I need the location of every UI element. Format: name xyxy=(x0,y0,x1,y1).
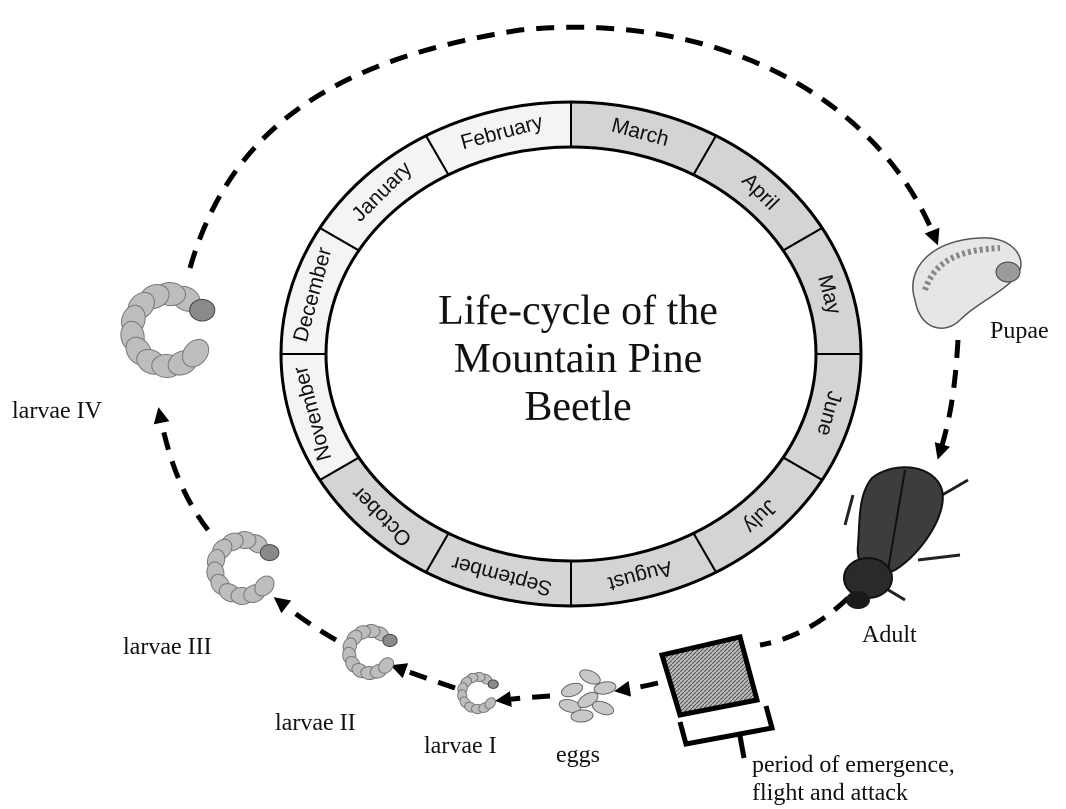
larvae-1-illustration xyxy=(457,672,499,715)
arrow-emergence-to-eggs xyxy=(622,683,658,690)
diagram-title-line-3: Beetle xyxy=(524,384,631,430)
label-eggs: eggs xyxy=(556,742,600,768)
larvae-2-illustration xyxy=(341,623,397,680)
emergence-period-marker xyxy=(662,637,772,758)
larva-head xyxy=(260,545,278,561)
arrow-pupae-to-adult xyxy=(940,340,958,452)
arrow-adult-to-emergence xyxy=(760,598,848,645)
larvae-3-illustration xyxy=(205,530,279,606)
label-pupae: Pupae xyxy=(990,318,1049,344)
larvae-4-illustration xyxy=(118,280,215,379)
eggs-illustration xyxy=(558,667,617,723)
label-larvae-2: larvae II xyxy=(275,710,356,736)
arrow-larvae3-to-larvae4 xyxy=(160,415,208,530)
larva-head xyxy=(190,299,215,321)
emergence-note-line-2: flight and attack xyxy=(752,780,908,806)
label-larvae-4: larvae IV xyxy=(12,398,103,424)
pupa-illustration xyxy=(913,238,1021,328)
larva-head xyxy=(383,634,397,646)
emergence-note-line-1: period of emergence, xyxy=(752,752,955,778)
label-adult: Adult xyxy=(862,622,917,648)
larva-head xyxy=(488,680,498,689)
diagram-title-line-2: Mountain Pine xyxy=(454,336,703,382)
arrow-larvae2-to-larvae3 xyxy=(280,602,336,640)
label-larvae-1: larvae I xyxy=(424,733,497,759)
adult-beetle-illustration xyxy=(844,467,968,609)
diagram-title-line-1: Life-cycle of the xyxy=(438,288,718,334)
label-larvae-3: larvae III xyxy=(123,634,212,660)
arrow-larvae1-to-larvae2 xyxy=(398,668,455,688)
arrow-eggs-to-larvae1 xyxy=(503,696,550,700)
